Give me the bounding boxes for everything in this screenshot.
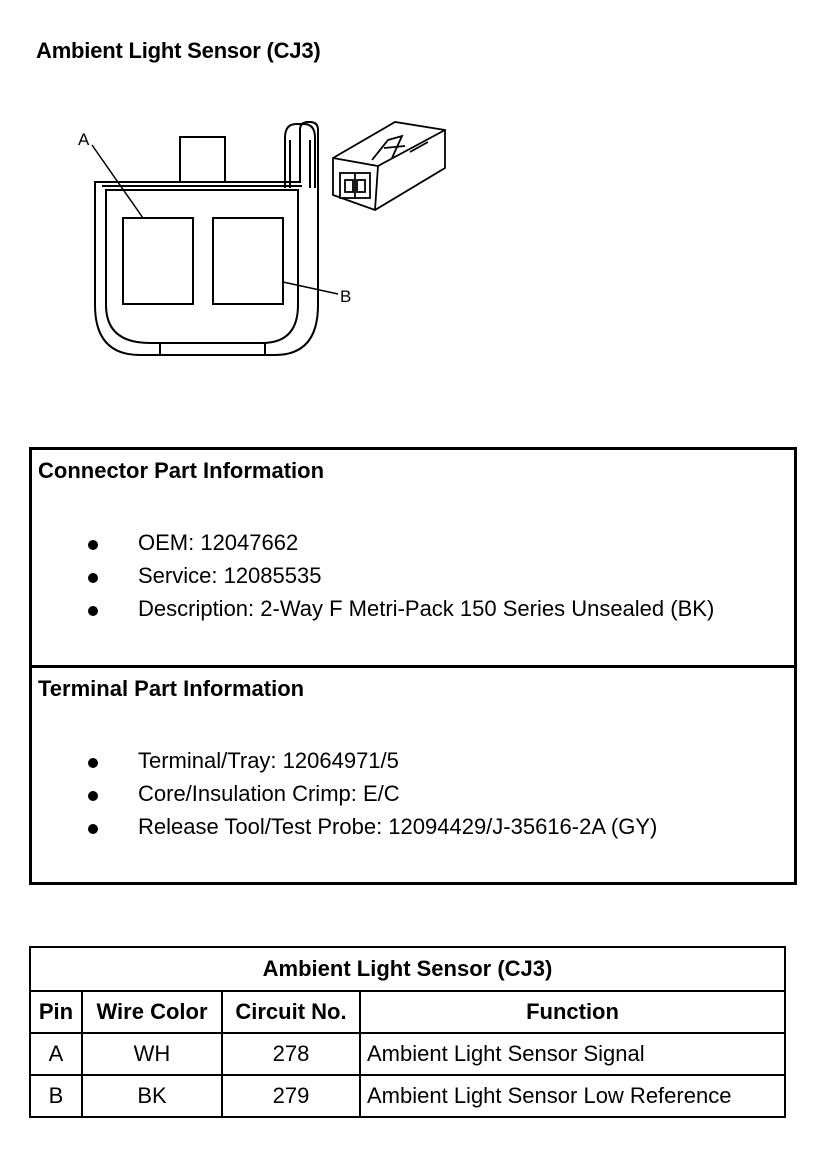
header-function: Function [359,990,786,1034]
connector-service: Service: 12085535 [138,563,322,588]
cell-function: Ambient Light Sensor Low Reference [359,1074,786,1118]
cell-circuit-no: 278 [221,1032,361,1076]
header-pin: Pin [29,990,83,1034]
table-row: A WH 278 Ambient Light Sensor Signal [29,1032,786,1076]
cell-pin: A [29,1032,83,1076]
table-row: B BK 279 Ambient Light Sensor Low Refere… [29,1074,786,1118]
cell-wire-color: WH [81,1032,223,1076]
bullet-icon [88,606,98,616]
connector-heading: Connector Part Information [38,458,325,483]
cell-function: Ambient Light Sensor Signal [359,1032,786,1076]
terminal-crimp: Core/Insulation Crimp: E/C [138,781,400,806]
bullet-icon [88,573,98,583]
table-caption: Ambient Light Sensor (CJ3) [29,946,786,992]
connector-diagram [91,121,446,356]
terminal-part-information: Terminal Part Information Terminal/Tray:… [32,668,794,882]
terminal-heading: Terminal Part Information [38,676,305,701]
connector-oem: OEM: 12047662 [138,530,299,555]
terminal-tray: Terminal/Tray: 12064971/5 [138,748,399,773]
part-information-box: Connector Part Information OEM: 12047662… [29,447,797,885]
connector-part-information: Connector Part Information OEM: 12047662… [32,450,794,668]
connector-description: Description: 2-Way F Metri-Pack 150 Seri… [138,596,715,621]
bullet-icon [88,540,98,550]
cell-pin: B [29,1074,83,1118]
table-header-row: Pin Wire Color Circuit No. Function [29,990,786,1034]
bullet-icon [88,824,98,834]
label-b: B [340,287,352,306]
pin-table: Ambient Light Sensor (CJ3) Pin Wire Colo… [29,946,786,1118]
header-wire-color: Wire Color [81,990,223,1034]
label-a: A [78,130,90,149]
bullet-icon [88,791,98,801]
page-title: Ambient Light Sensor (CJ3) [36,38,321,63]
bullet-icon [88,758,98,768]
header-circuit-no: Circuit No. [221,990,361,1034]
cell-circuit-no: 279 [221,1074,361,1118]
cell-wire-color: BK [81,1074,223,1118]
terminal-release-tool: Release Tool/Test Probe: 12094429/J-3561… [138,814,658,839]
table-caption-row: Ambient Light Sensor (CJ3) [29,946,786,992]
